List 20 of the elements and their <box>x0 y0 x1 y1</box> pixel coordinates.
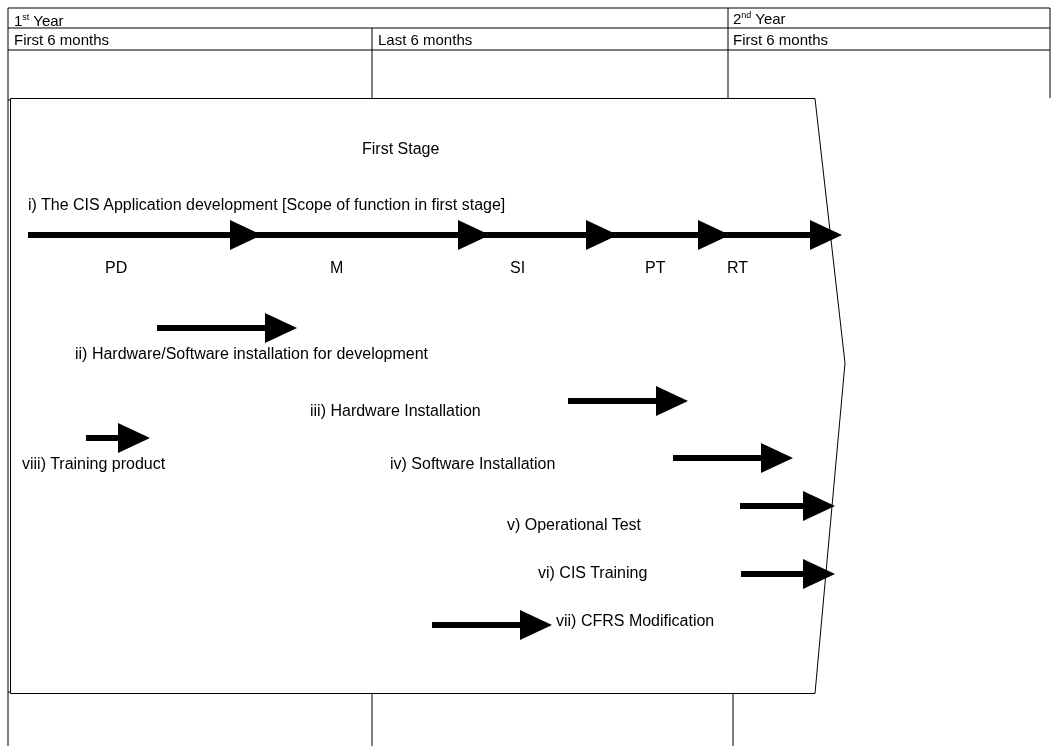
task-label: i) The CIS Application development [Scope of function in first stage] <box>28 196 506 214</box>
stage-chevron <box>10 98 846 694</box>
task-label: vi) CIS Training <box>538 564 648 582</box>
task-label: iv) Software Installation <box>390 455 556 473</box>
phase-label: PD <box>105 259 128 277</box>
phase-label: PT <box>645 259 666 277</box>
task-label: iii) Hardware Installation <box>310 402 481 420</box>
phase-label: SI <box>510 259 526 277</box>
phase-label: RT <box>727 259 749 277</box>
task-label: v) Operational Test <box>507 516 641 534</box>
period-header: First 6 months <box>733 31 829 49</box>
year-header: 1$^{st}$ Year <box>14 12 64 30</box>
period-header: Last 6 months <box>378 31 473 49</box>
stage-title: First Stage <box>362 140 440 158</box>
task-label: ii) Hardware/Software installation for development <box>75 345 429 363</box>
task-label: vii) CFRS Modification <box>556 612 715 630</box>
phase-label: M <box>330 259 344 277</box>
task-label: viii) Training product <box>22 455 166 473</box>
year-header: 2$^{nd}$ Year <box>733 10 786 28</box>
period-header: First 6 months <box>14 31 110 49</box>
